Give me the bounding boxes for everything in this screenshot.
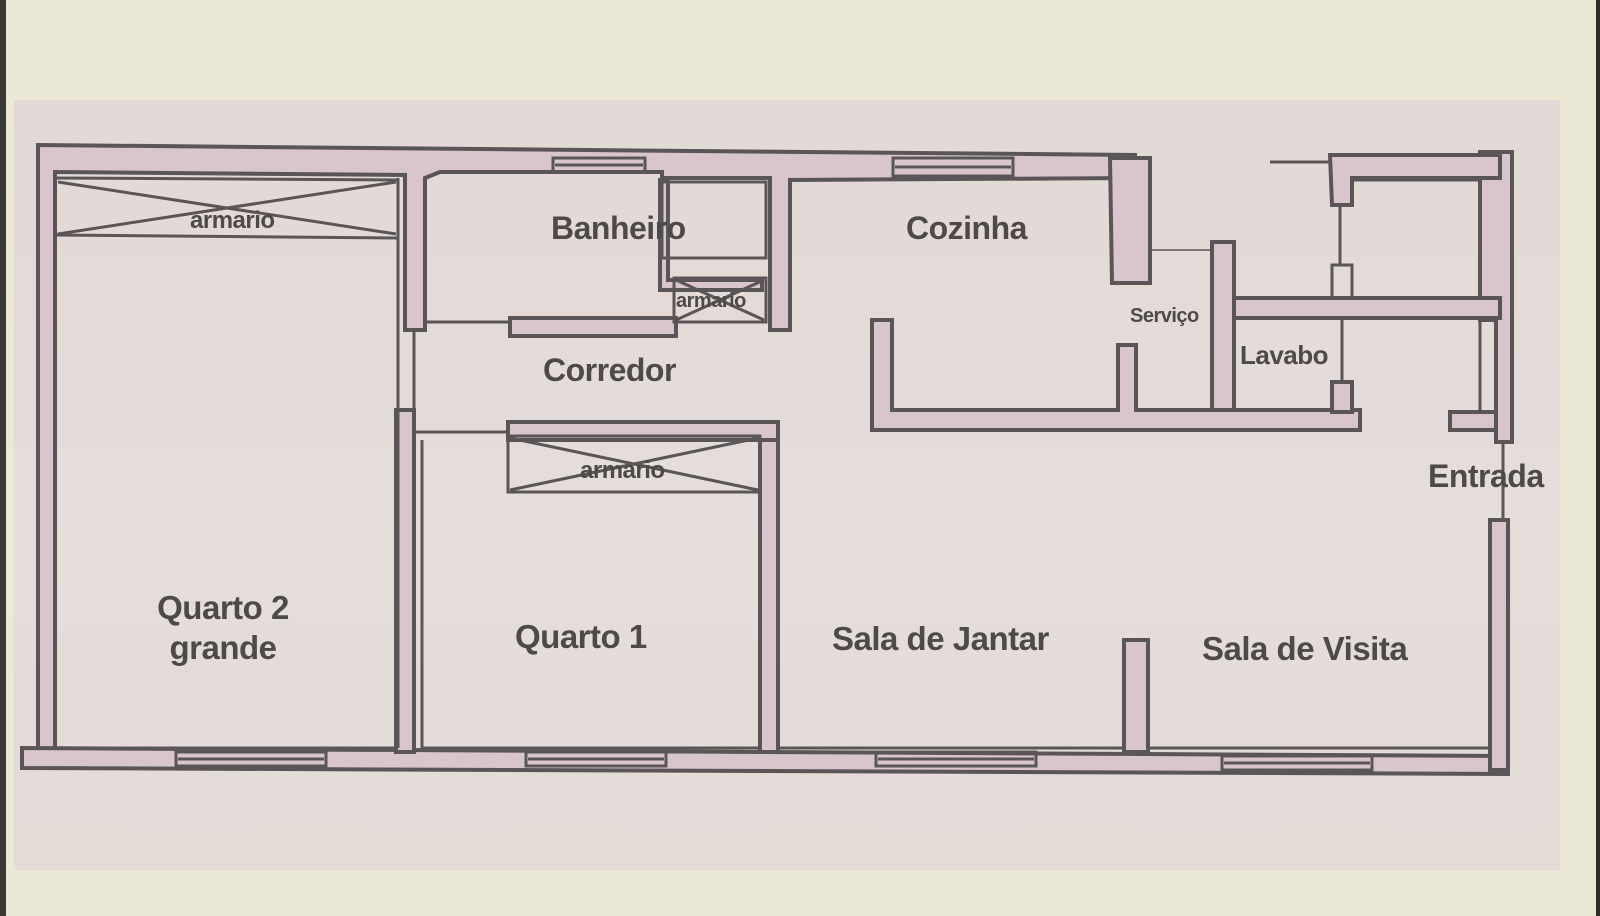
wall-top-left — [36, 142, 1137, 762]
room-label-sala-visita: Sala de Visita — [1202, 630, 1408, 667]
room-label-cozinha: Cozinha — [906, 210, 1027, 246]
closet-label-quarto-2: armario — [190, 207, 275, 234]
wall-lavabo-pillar — [1330, 380, 1354, 414]
closet-label-banheiro: armario — [676, 290, 746, 312]
wall-lavabo-top — [1226, 296, 1502, 320]
wall-banheiro-bottom — [508, 316, 678, 338]
room-label-corredor: Corredor — [543, 352, 676, 388]
room-label-entrada: Entrada — [1428, 458, 1544, 494]
wall-top-right — [1327, 153, 1502, 207]
wall-servico-right — [1210, 240, 1236, 414]
photo-edge-right — [1596, 0, 1600, 916]
wall-entrance-stub — [1448, 410, 1498, 432]
wall-quarto-divider — [394, 408, 416, 754]
wall-quarto-1-right — [758, 420, 780, 754]
wall-kitchen-bottom — [870, 318, 1362, 432]
room-label-sala-jantar: Sala de Jantar — [832, 620, 1049, 657]
room-label-quarto-2-line1: Quarto 2 — [157, 589, 289, 626]
room-label-quarto-2-line2: grande — [169, 629, 277, 666]
room-label-quarto-1: Quarto 1 — [515, 618, 647, 655]
wall-sala-divider — [1122, 638, 1150, 754]
closet-label-quarto-1: armario — [580, 457, 665, 484]
photo-edge-left — [0, 0, 6, 916]
wall-cozinha-right — [1107, 156, 1152, 285]
wall-right-lower — [1488, 518, 1510, 772]
room-label-banheiro: Banheiro — [551, 210, 686, 246]
room-label-servico: Serviço — [1130, 305, 1199, 327]
room-label-lavabo: Lavabo — [1240, 340, 1329, 370]
room-label-quarto-2: Quarto 2 grande — [148, 588, 298, 668]
